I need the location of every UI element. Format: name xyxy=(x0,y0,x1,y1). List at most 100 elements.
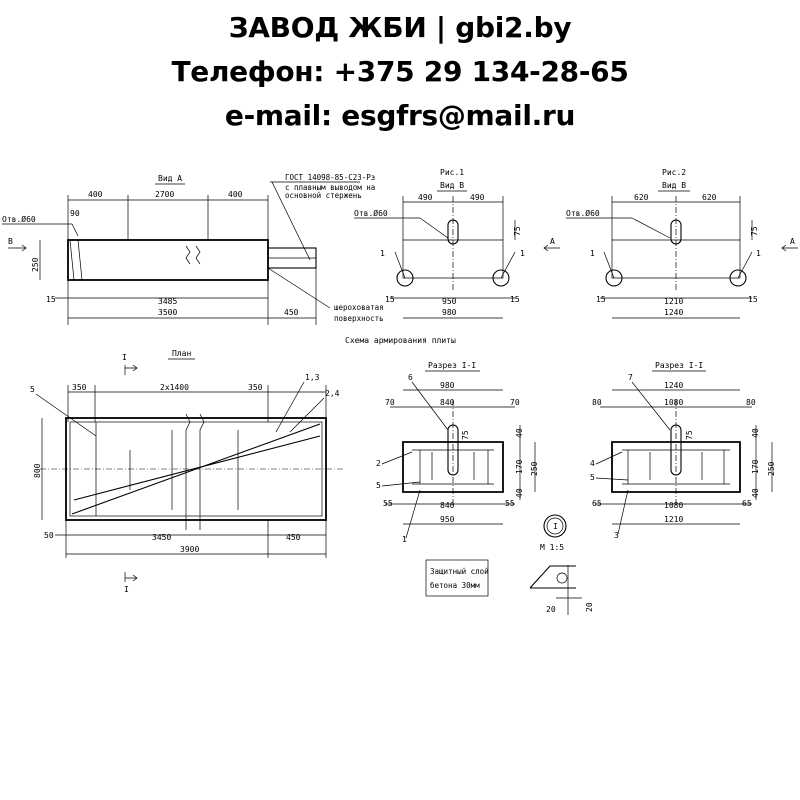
sec2-num-7: 7 xyxy=(628,373,633,382)
plan-dim-3900: 3900 xyxy=(180,545,199,554)
sec1-num-5: 5 xyxy=(376,481,381,490)
fig2-dim-75: 75 xyxy=(750,226,759,236)
sec2-dim-80a: 80 xyxy=(592,398,602,407)
fig1-dim-980: 980 xyxy=(442,308,457,317)
sec1-num-1: 1 xyxy=(402,535,407,544)
plan-title: План xyxy=(172,349,191,358)
scheme-title: Схема армирования плиты xyxy=(345,336,456,345)
section-mark-top: I xyxy=(122,353,127,362)
fig2-num-1a: 1 xyxy=(590,249,595,258)
fig1-dim-950: 950 xyxy=(442,297,457,306)
technical-drawing: Вид А 400 2700 400 90 Отв.Ø60 ГОСТ 14098… xyxy=(2,168,798,615)
fig1-dim-15b: 15 xyxy=(510,295,520,304)
dim-3500: 3500 xyxy=(158,308,177,317)
node-mark: I xyxy=(553,522,558,531)
sec1-dim-250: 250 xyxy=(530,461,539,476)
sec2-dim-1210: 1210 xyxy=(664,515,683,524)
sec2-dim-80b: 80 xyxy=(746,398,756,407)
view-a-title: Вид А xyxy=(158,174,182,183)
node-dim-20a: 20 xyxy=(546,605,556,614)
fig1-dim-490b: 490 xyxy=(470,193,485,202)
fig2-dim-620b: 620 xyxy=(702,193,717,202)
sec1-dim-55a: 55 xyxy=(383,499,393,508)
node-detail: I М 1:5 Защитный слой бетона 30мм 20 20 xyxy=(425,514,594,615)
plan-dim-2x1400: 2x1400 xyxy=(160,383,189,392)
fig2-dim-15a: 15 xyxy=(596,295,606,304)
fig2-hole: Отв.Ø60 xyxy=(566,208,600,218)
fig2-view: Вид В xyxy=(662,181,686,190)
sec2-dim-1080: 1080 xyxy=(664,398,683,407)
plan-dim-350a: 350 xyxy=(72,383,87,392)
fig1-title: Рис.1 xyxy=(440,168,464,177)
header-phone: Телефон: +375 29 134-28-65 xyxy=(171,55,629,88)
fig1-view: Вид В xyxy=(440,181,464,190)
fig1-num-1a: 1 xyxy=(380,249,385,258)
sec1-dim-840: 840 xyxy=(440,398,455,407)
fig2-dim-1210: 1210 xyxy=(664,297,683,306)
sec1-dim-170: 170 xyxy=(515,459,524,474)
dim-15: 15 xyxy=(46,295,56,304)
fig1-hole: Отв.Ø60 xyxy=(354,208,388,218)
sec1-dim-40b: 40 xyxy=(515,488,524,498)
sec2-dim-65a: 65 xyxy=(592,499,602,508)
fig2-title: Рис.2 xyxy=(662,168,686,177)
dim-450: 450 xyxy=(284,308,299,317)
section-mark-bottom: I xyxy=(124,585,129,594)
section2-title: Разрез I-I xyxy=(655,361,703,370)
plan-dim-800: 800 xyxy=(33,463,42,478)
sec2-num-4: 4 xyxy=(590,459,595,468)
plan-num-24: 2,4 xyxy=(325,389,340,398)
protect-label-1: Защитный слой xyxy=(430,567,489,576)
figure-2: Рис.2 Вид В 620 620 Отв.Ø60 75 1 1 А 15 … xyxy=(566,168,798,319)
fig2-num-1b: 1 xyxy=(756,249,761,258)
header-title: ЗАВОД ЖБИ | gbi2.by xyxy=(228,11,572,44)
gost-note-2: основной стержень xyxy=(285,191,362,200)
plan-view: План I 350 2x1400 350 5 1,3 2,4 8 xyxy=(30,349,345,594)
dim-2700: 2700 xyxy=(155,190,174,199)
sec2-num-3: 3 xyxy=(614,531,619,540)
view-a: Вид А 400 2700 400 90 Отв.Ø60 ГОСТ 14098… xyxy=(2,173,384,325)
sec2-dim-1240: 1240 xyxy=(664,381,683,390)
sec1-num-6: 6 xyxy=(408,373,413,382)
dim-3485: 3485 xyxy=(158,297,177,306)
sec1-dim-980: 980 xyxy=(440,381,455,390)
sec1-dim-70b: 70 xyxy=(510,398,520,407)
section1-title: Разрез I-I xyxy=(428,361,476,370)
fig2-dim-15b: 15 xyxy=(748,295,758,304)
sec2-dim-170: 170 xyxy=(751,459,760,474)
plan-dim-450: 450 xyxy=(286,533,301,542)
section-1: Разрез I-I 980 70 840 70 6 75 40 170 250… xyxy=(376,361,539,544)
fig1-dim-75: 75 xyxy=(513,226,522,236)
dim-400b: 400 xyxy=(228,190,243,199)
protect-label-2: бетона 30мм xyxy=(430,581,480,590)
sec2-dim-40a: 40 xyxy=(751,428,760,438)
sec1-dim-75: 75 xyxy=(461,430,470,440)
plan-num-5: 5 xyxy=(30,385,35,394)
hole-label: Отв.Ø60 xyxy=(2,214,36,224)
sec1-num-2: 2 xyxy=(376,459,381,468)
fig2-dim-620a: 620 xyxy=(634,193,649,202)
fig1-dim-490a: 490 xyxy=(418,193,433,202)
sec2-dim-40b: 40 xyxy=(751,488,760,498)
sec2-dim-65b: 65 xyxy=(742,499,752,508)
sec2-num-5: 5 xyxy=(590,473,595,482)
fig1-arrow: А xyxy=(550,237,555,246)
header: ЗАВОД ЖБИ | gbi2.by Телефон: +375 29 134… xyxy=(0,6,800,138)
sec2-dim-250: 250 xyxy=(767,461,776,476)
gost-label: ГОСТ 14098-85-С23-Рз xyxy=(285,173,375,182)
section-2: Разрез I-I 1240 80 1080 80 7 75 40 170 2… xyxy=(590,361,776,540)
sec2-dim-1080b: 1080 xyxy=(664,501,683,510)
rough-label-1: шероховатая xyxy=(334,303,384,312)
plan-dim-50: 50 xyxy=(44,531,54,540)
dim-90: 90 xyxy=(70,209,80,218)
arrow-b-label: В xyxy=(8,237,13,246)
sec1-dim-40a: 40 xyxy=(515,428,524,438)
sec1-dim-70a: 70 xyxy=(385,398,395,407)
plan-dim-350b: 350 xyxy=(248,383,263,392)
figure-1: Рис.1 Вид В 490 490 Отв.Ø60 75 1 1 А 15 … xyxy=(354,168,560,319)
gost-note-1: с плавным выводом на xyxy=(285,183,375,192)
fig1-num-1b: 1 xyxy=(520,249,525,258)
rough-label-2: поверхность xyxy=(334,314,384,323)
fig1-dim-15a: 15 xyxy=(385,295,395,304)
sec1-dim-840b: 840 xyxy=(440,501,455,510)
